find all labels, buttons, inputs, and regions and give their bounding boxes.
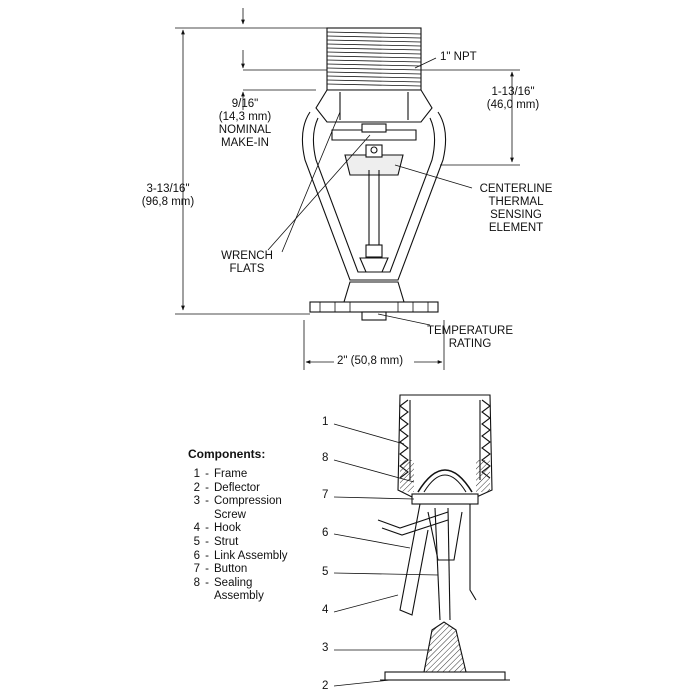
part-number-8: 8 xyxy=(322,452,329,464)
list-item: 6-Link Assembly xyxy=(193,549,288,562)
list-item: 8-Sealing xyxy=(193,576,253,589)
list-item: 1-Frame xyxy=(193,468,248,480)
width-label: 2" (50,8 mm) xyxy=(337,355,404,367)
part-number-3: 3 xyxy=(322,642,329,654)
npt-label: 1" NPT xyxy=(440,51,477,63)
part-number-4: 4 xyxy=(322,604,329,616)
temperature-rating-label: TEMPERATURE RATING xyxy=(426,325,514,350)
list-item: Assembly xyxy=(214,590,264,603)
components-list: 1-Frame 2-Deflector 3-Compression Screw … xyxy=(190,468,288,604)
components-title: Components: xyxy=(188,447,266,461)
centerline-label: CENTERLINE THERMAL SENSING ELEMENT xyxy=(479,183,553,234)
list-item: Screw xyxy=(214,508,246,521)
wrench-flats-label: WRENCH FLATS xyxy=(221,250,273,275)
part-number-6: 6 xyxy=(322,527,329,539)
overall-height-label: 3-13/16" (96,8 mm) xyxy=(141,183,195,208)
list-item: 3-Compression xyxy=(193,495,282,508)
list-item: 2-Deflector xyxy=(193,481,261,494)
list-item: 5-Strut xyxy=(193,535,239,548)
part-number-7: 7 xyxy=(322,489,329,501)
part-number-5: 5 xyxy=(322,566,329,578)
make-in-label: 9/16" (14,3 mm) NOMINAL MAKE-IN xyxy=(218,98,272,149)
part-leaders xyxy=(333,423,439,687)
side-view xyxy=(301,27,447,321)
part-number-2: 2 xyxy=(322,680,329,692)
part-number-1: 1 xyxy=(322,416,329,428)
top-height-label: 1-13/16" (46,0 mm) xyxy=(486,86,540,111)
dimension-lines xyxy=(175,8,520,370)
list-item: 7-Button xyxy=(193,563,248,576)
list-item: 4-Hook xyxy=(193,522,241,535)
section-view xyxy=(377,394,510,681)
